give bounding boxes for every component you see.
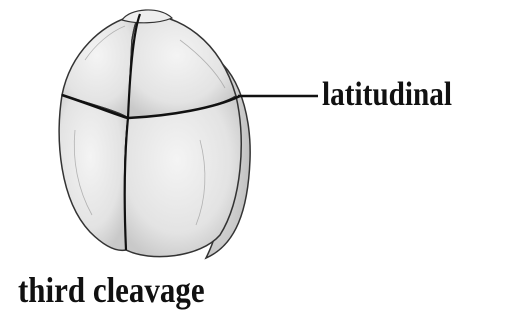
latitudinal-label: latitudinal [322, 78, 452, 112]
blastomere-lower-left [59, 95, 128, 250]
polar-cap [122, 10, 172, 23]
figure-caption: third cleavage [18, 272, 205, 308]
